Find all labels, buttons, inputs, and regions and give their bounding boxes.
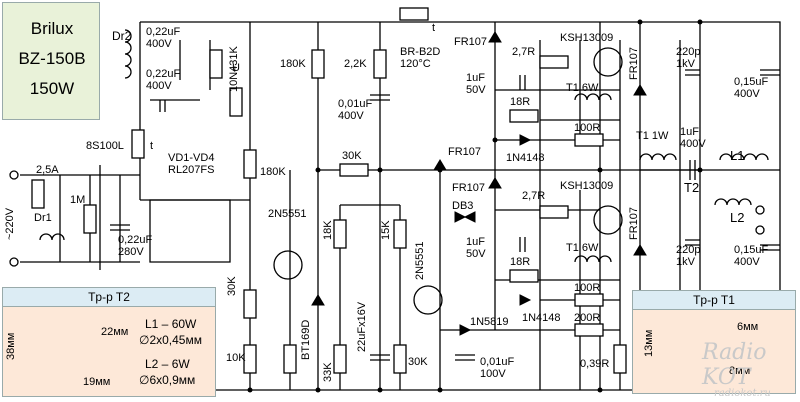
t1-dim-h: 13мм [643,329,655,357]
t2-dim-outer: 22мм [101,326,129,338]
label-db3: DB3 [452,200,474,212]
label-c22uf-16v: 22uFx16V [356,301,368,352]
label-dr2: Dr2 [112,29,132,43]
label-r0-39r: 0,39R [580,358,610,370]
watermark-site: radiokot.ru [714,388,771,399]
label-r2-2k: 2,2K [344,58,367,70]
label-r30k-b: 30K [226,276,238,296]
label-t1-6w-b: T1 6W [566,242,599,254]
label-t1-1w: T1 1W [636,130,669,142]
label-mains: ~220V [4,207,16,240]
panel-t1: Tp-p T1 13мм 6мм 8мм [632,290,796,394]
label-thermal-t2: t [150,140,154,152]
label-ksh13009-b: KSH13009 [560,180,614,192]
t2-l1: L1 – 60W [145,317,197,331]
title-model: BZ-150B [18,49,86,68]
title-power: 150W [29,79,75,98]
label-r18k: 18K [322,220,334,240]
label-l1: L1 [730,148,745,163]
label-fr107-e: FR107 [628,206,640,240]
label-l2: L2 [730,210,745,225]
label-1n5819: 1N5819 [470,316,509,328]
label-fr107-b: FR107 [628,46,640,80]
label-r2-7r-b: 2,7R [522,190,546,202]
t2-l1-wire: ∅2x0,45мм [139,333,202,347]
label-thermal-t: t [432,22,436,34]
label-r200r: 200R [574,312,601,324]
label-r15k: 15K [380,220,392,240]
label-t2: T2 [684,180,700,195]
t2-dim-inner: 19мм [83,376,111,388]
title-box: Brilux BZ-150B 150W [2,2,100,120]
label-1n4148-a: 1N4148 [506,152,545,164]
watermark-logo: Radio KOT [702,340,767,390]
label-varistor-u: U [232,62,240,74]
label-r100r-b: 100R [574,282,601,294]
label-r100r-a: 100R [574,122,601,134]
t1-dim-b: 8мм [729,365,751,377]
t1-dim-w: 6мм [737,321,759,333]
label-t1-6w-a: T1 6W [566,82,599,94]
label-1n4148-b: 1N4148 [522,312,561,324]
title-brand: Brilux [30,19,74,38]
label-q-2n5551-a: 2N5551 [268,208,307,220]
label-fr107-d: FR107 [452,182,486,194]
label-r180k-a: 180K [280,58,306,70]
label-fr107-a: FR107 [454,36,488,48]
t2-l2: L2 – 6W [145,357,190,371]
label-r1m: 1M [70,194,86,206]
label-r30k: 30K [342,150,362,162]
panel-t2: Tp-p T2 22мм 19мм 38мм L1 – 60W ∅2x0,45м… [2,287,216,397]
label-r180k-b: 180K [260,166,286,178]
label-r18r-b: 18R [510,256,531,268]
label-10n431k: 10N431K [228,46,240,92]
label-r10k: 10K [226,352,246,364]
label-8s100l: 8S100L [86,140,124,152]
label-q-2n5551-b: 2N5551 [414,241,426,280]
label-bt169d: BT169D [300,319,312,360]
t2-dim-h: 38мм [5,332,17,360]
label-r2-7r-a: 2,7R [512,46,536,58]
panel-t1-head: Tp-p T1 [633,291,795,310]
label-r30k-c: 30K [408,356,428,368]
label-r33k: 33K [322,362,334,382]
label-fr107-c: FR107 [448,146,482,158]
label-fuse: 2,5A [36,164,59,176]
label-dr1: Dr1 [34,212,52,224]
panel-t2-head: Tp-p T2 [3,288,215,307]
t2-l2-wire: ∅6x0,9мм [139,373,196,387]
label-ksh13009-a: KSH13009 [560,32,614,44]
label-r18r-a: 18R [510,96,531,108]
